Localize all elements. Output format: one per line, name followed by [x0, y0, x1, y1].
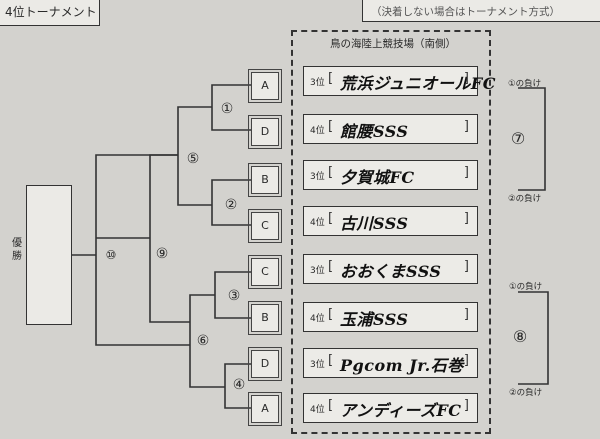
bracket-open: [	[328, 71, 334, 86]
winner-box	[26, 185, 72, 325]
match-number: ④	[232, 377, 246, 393]
team-slot: 3位 [ おおくまSSS ]	[303, 254, 478, 284]
team-name: Pgcom Jr.石巻	[340, 356, 464, 375]
bracket-open: [	[328, 398, 334, 413]
bracket-close: ]	[463, 307, 469, 322]
team-rank: 3位	[310, 172, 325, 182]
team-name: おおくまSSS	[340, 262, 442, 281]
match-number: ⑤	[186, 151, 200, 167]
winner-label: 優勝	[12, 238, 22, 262]
bracket-close: ]	[463, 398, 469, 413]
team-name: 館腰SSS	[340, 122, 409, 141]
team-name: 荒浜ジュニオールFC	[340, 74, 496, 93]
team-rank: 3位	[310, 360, 325, 370]
seed-slot: C	[248, 255, 282, 289]
bracket-open: [	[328, 353, 334, 368]
team-slot: 3位 [ 夕賀城FC ]	[303, 160, 478, 190]
bracket-open: [	[328, 259, 334, 274]
match-number: ⑥	[196, 333, 210, 349]
bracket-open: [	[328, 119, 334, 134]
venue-label: 鳥の海陸上競技場（南側）	[330, 38, 456, 50]
loser-label: ①の負け	[508, 79, 542, 89]
seed-slot: B	[248, 163, 282, 197]
team-slot: 3位 [ Pgcom Jr.石巻 ]	[303, 348, 478, 378]
team-rank: 3位	[310, 266, 325, 276]
team-rank: 4位	[310, 218, 325, 228]
match-number: ③	[227, 288, 241, 304]
loser-label: ①の負け	[509, 282, 543, 292]
match-number: ⑨	[155, 246, 169, 262]
seed-slot: B	[248, 301, 282, 335]
team-rank: 4位	[310, 126, 325, 136]
bracket-close: ]	[463, 353, 469, 368]
tournament-title: 4位トーナメント	[0, 0, 100, 26]
header-note: （決着しない場合はトーナメント方式）	[362, 0, 600, 22]
loser-label: ②の負け	[509, 388, 543, 398]
team-name: アンディーズFC	[340, 401, 462, 420]
team-rank: 4位	[310, 405, 325, 415]
bracket-close: ]	[463, 211, 469, 226]
team-slot: 4位 [ 玉浦SSS ]	[303, 302, 478, 332]
match-number: ⑧	[512, 327, 528, 346]
match-number: ①	[220, 101, 234, 117]
bracket-close: ]	[463, 259, 469, 274]
venue-frame	[291, 30, 491, 434]
team-slot: 4位 [ アンディーズFC ]	[303, 393, 478, 423]
team-slot: 4位 [ 館腰SSS ]	[303, 114, 478, 144]
bracket-close: ]	[463, 165, 469, 180]
match-number: ②	[224, 197, 238, 213]
seed-slot: C	[248, 209, 282, 243]
team-slot: 3位 [ 荒浜ジュニオールFC ]	[303, 66, 495, 96]
bracket-close: ]	[463, 119, 469, 134]
match-number: ⑩	[105, 248, 117, 262]
match-number: ⑦	[510, 129, 526, 148]
team-name: 玉浦SSS	[340, 310, 409, 329]
bracket-close: ]	[463, 71, 469, 86]
team-rank: 4位	[310, 314, 325, 324]
team-name: 古川SSS	[340, 214, 409, 233]
bracket-open: [	[328, 165, 334, 180]
bracket-open: [	[328, 307, 334, 322]
seed-slot: D	[248, 115, 282, 149]
team-rank: 3位	[310, 78, 325, 88]
seed-slot: A	[248, 69, 282, 103]
team-name: 夕賀城FC	[340, 168, 415, 187]
seed-slot: A	[248, 392, 282, 426]
seed-slot: D	[248, 347, 282, 381]
bracket-open: [	[328, 211, 334, 226]
loser-label: ②の負け	[508, 194, 542, 204]
team-slot: 4位 [ 古川SSS ]	[303, 206, 478, 236]
